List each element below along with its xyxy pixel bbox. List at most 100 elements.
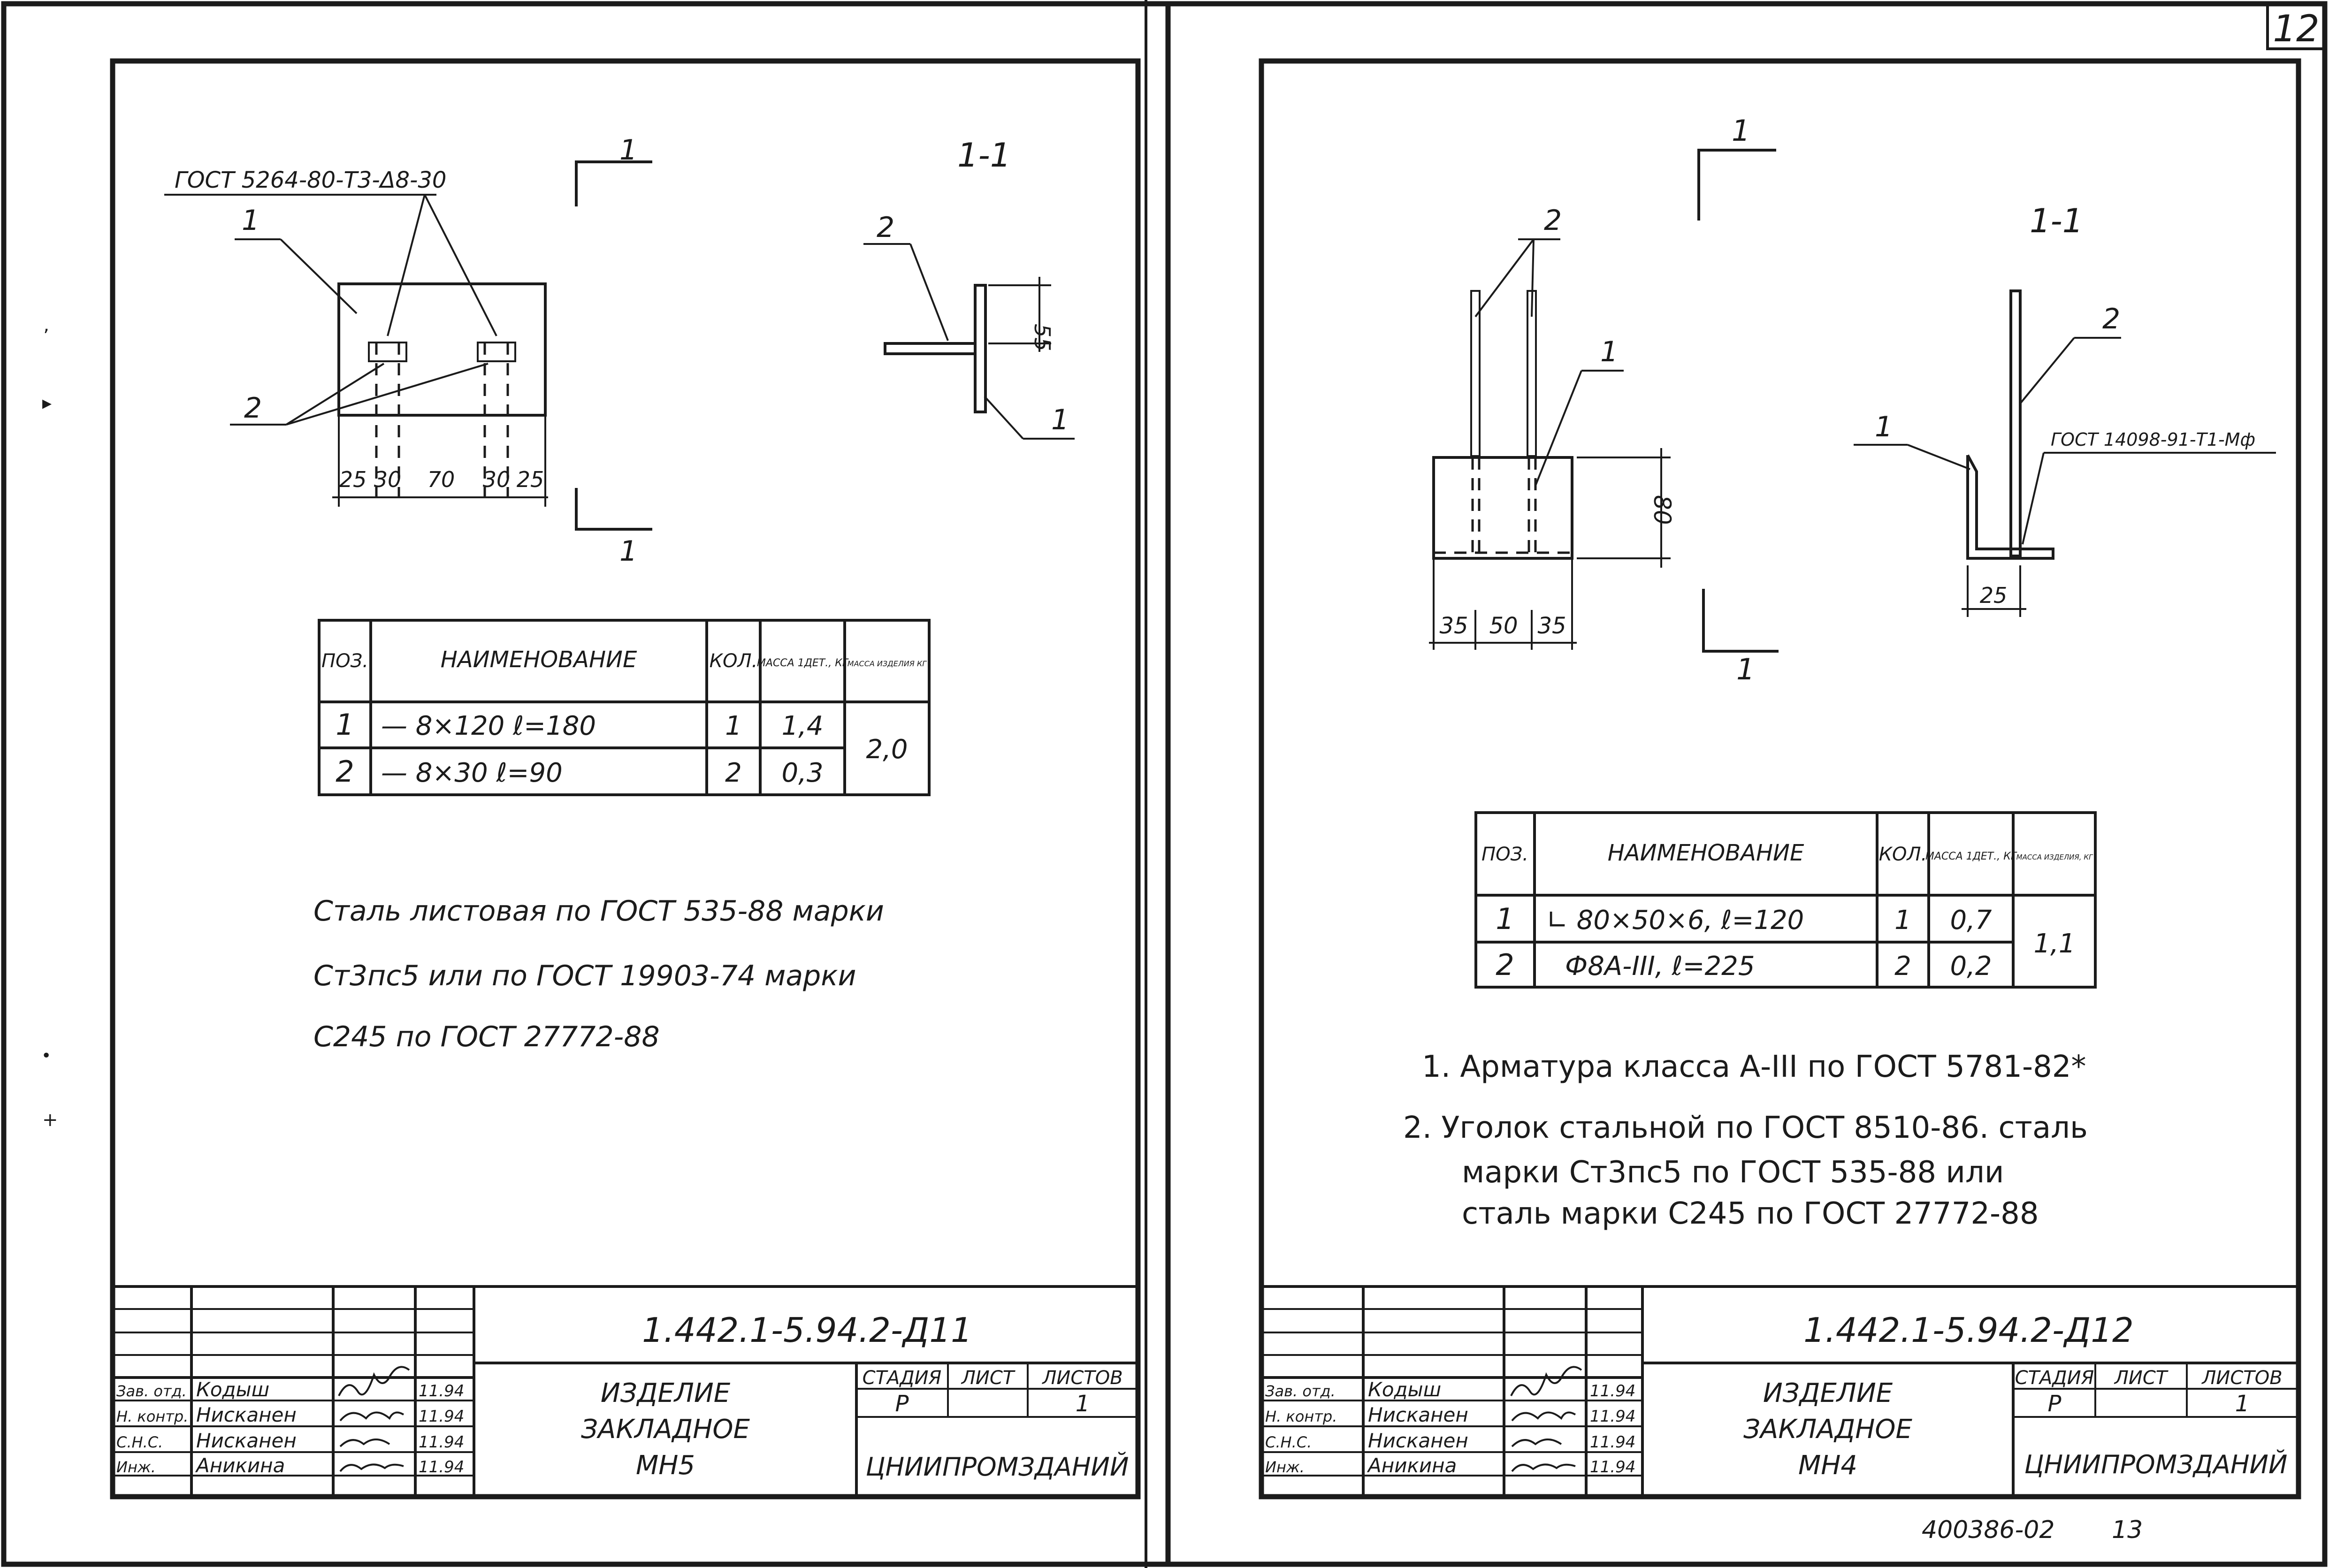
signature-1-right	[1510, 1366, 1582, 1396]
dim-side-left: 55	[1030, 324, 1055, 351]
section-pos-1-right: 1	[1875, 411, 1893, 443]
item-name-2-right: ЗАКЛАДНОЕ	[1743, 1414, 1912, 1445]
item-name-3-left: МН5	[636, 1450, 695, 1481]
section-label-left: 1-1	[957, 136, 1011, 175]
date-1-right: 11.94	[1590, 1382, 1635, 1401]
signature-4-right	[1511, 1463, 1576, 1472]
spec-row-2-name-right: Ф8А-III, ℓ=225	[1565, 951, 1755, 982]
role-1-left: Зав. отд.	[116, 1382, 187, 1400]
archive-code: 400386-02	[1922, 1516, 2054, 1544]
page-number-box: 12	[2266, 4, 2325, 50]
name-4-right: Аникина	[1367, 1454, 1457, 1477]
signature-3-left	[339, 1439, 390, 1447]
dim-side-right: 80	[1649, 495, 1676, 525]
role-2-right: Н. контр.	[1265, 1408, 1337, 1425]
sheets-header-right: ЛИСТОВ	[2201, 1367, 2282, 1389]
date-3-left: 11.94	[419, 1433, 464, 1452]
spec-row-2-mass-right: 0,2	[1950, 951, 1992, 982]
sheets-header-left: ЛИСТОВ	[1041, 1367, 1123, 1389]
plan-view-right: 80 35 50 35 2 1 1 1	[1429, 114, 1779, 686]
spec-total-mass: 2,0	[866, 734, 908, 765]
svg-text:•: •	[41, 1046, 51, 1066]
spec-row-1-pos: 1	[336, 708, 354, 742]
stage-value-right: Р	[2048, 1391, 2062, 1417]
name-1-left: Кодыш	[196, 1378, 269, 1401]
spec-row-2-name: — 8×30 ℓ=90	[381, 758, 563, 788]
signature-2-right	[1511, 1411, 1576, 1422]
weld-callout-right: ГОСТ 14098-91-Т1-Мф	[2051, 429, 2255, 450]
role-3-right: С.Н.С.	[1265, 1433, 1312, 1451]
role-2-left: Н. контр.	[116, 1408, 188, 1425]
spec-header-mass-part: МАССА 1ДЕТ., КГ	[757, 657, 849, 669]
page-number: 12	[2273, 8, 2319, 50]
section-pos-1-left: 1	[1051, 403, 1069, 436]
name-3-left: Нисканен	[196, 1429, 297, 1452]
spec-table-left: ПОЗ. НАИМЕНОВАНИЕ КОЛ. МАССА 1ДЕТ., КГ М…	[318, 619, 931, 796]
note-left-1: Сталь листовая по ГОСТ 535-88 марки	[313, 895, 884, 928]
note-right-2: 2. Уголок стальной по ГОСТ 8510-86. стал…	[1403, 1111, 2088, 1145]
svg-text:▸: ▸	[42, 392, 52, 414]
note-right-3: марки Ст3пс5 по ГОСТ 535-88 или	[1462, 1155, 2004, 1190]
signature-3-right	[1511, 1439, 1562, 1447]
dim-bottom-1: 25	[339, 467, 367, 492]
doc-code-left: 1.442.1-5.94.2-Д11	[642, 1310, 972, 1350]
spec-row-2-mass: 0,3	[781, 758, 823, 788]
section-pos-2-left: 2	[877, 211, 894, 244]
spec-header-pos: ПОЗ.	[321, 650, 368, 672]
plan-pos-2-right: 2	[1544, 204, 1562, 237]
sheet-header-right: ЛИСТ	[2114, 1367, 2169, 1389]
name-1-right: Кодыш	[1368, 1378, 1441, 1401]
spec-total-mass-right: 1,1	[2033, 929, 2075, 959]
company-left: ЦНИИПРОМЗДАНИЙ	[866, 1452, 1129, 1482]
item-name-3-right: МН4	[1798, 1450, 1857, 1481]
name-4-left: Аникина	[195, 1454, 285, 1477]
title-block-right: 1.442.1-5.94.2-Д12 ИЗДЕЛИЕ ЗАКЛАДНОЕ МН4…	[1261, 1285, 2298, 1497]
stage-header-right: СТАДИЯ	[2015, 1367, 2094, 1389]
spec-row-1-pos-right: 1	[1496, 902, 1514, 936]
note-right-1: 1. Арматура класса А-III по ГОСТ 5781-82…	[1422, 1050, 2086, 1084]
note-left-3: С245 по ГОСТ 27772-88	[313, 1020, 660, 1053]
spec-header-qty: КОЛ.	[710, 650, 758, 672]
spec-header-name-right: НАИМЕНОВАНИЕ	[1608, 840, 1804, 866]
dim-bottom-right-1: 35	[1439, 613, 1468, 639]
stage-value-left: Р	[895, 1391, 909, 1417]
spec-header-mass-total: МАССА ИЗДЕЛИЯ КГ	[848, 659, 927, 668]
spec-row-2-qty-right: 2	[1894, 951, 1911, 982]
section-label-right: 1-1	[2030, 202, 2083, 240]
item-name-1-right: ИЗДЕЛИЕ	[1763, 1378, 1893, 1408]
spec-row-2-qty: 2	[725, 758, 742, 788]
dim-bottom-5: 25	[517, 467, 544, 492]
plan-view-left: 25 30 70 30 25 ГОСТ 5264-80-Т3-Δ8-30 1 2…	[164, 134, 652, 568]
cut-marker-top: 1	[619, 134, 637, 167]
item-name-1-left: ИЗДЕЛИЕ	[601, 1378, 731, 1408]
name-3-right: Нисканен	[1368, 1429, 1468, 1452]
svg-text:+: +	[42, 1109, 58, 1131]
dim-bottom-right-3: 35	[1537, 613, 1566, 639]
spec-row-1-name-right: ∟ 80×50×6, ℓ=120	[1546, 905, 1804, 936]
weld-callout-left: ГОСТ 5264-80-Т3-Δ8-30	[175, 167, 446, 193]
notes-left: Сталь листовая по ГОСТ 535-88 марки Ст3п…	[313, 895, 884, 1053]
note-left-2: Ст3пс5 или по ГОСТ 19903-74 марки	[313, 959, 856, 992]
date-4-left: 11.94	[419, 1458, 464, 1477]
spec-row-2-pos: 2	[336, 754, 354, 789]
plan-pos-2: 2	[244, 392, 262, 425]
date-4-right: 11.94	[1590, 1458, 1635, 1477]
spec-table-right: ПОЗ. НАИМЕНОВАНИЕ КОЛ. МАССА 1ДЕТ., КГ М…	[1474, 811, 2097, 989]
date-1-left: 11.94	[419, 1382, 464, 1401]
dim-bottom-right-2: 50	[1489, 613, 1518, 639]
scan-marks: ’ ▸ • +	[41, 326, 58, 1131]
signature-2-left	[339, 1411, 405, 1422]
stage-header-left: СТАДИЯ	[863, 1367, 942, 1389]
sheets-value-left: 1	[1076, 1391, 1090, 1417]
date-3-right: 11.94	[1590, 1433, 1635, 1452]
section-view-right: 1-1 2 1 ГОСТ 14098-91-Т1-Мф 25	[1854, 202, 2276, 617]
spec-header-mass-part-right: МАССА 1ДЕТ., КГ	[1925, 851, 2017, 862]
sheet-left: 25 30 70 30 25 ГОСТ 5264-80-Т3-Δ8-30 1 2…	[110, 58, 1141, 1499]
spec-row-1-qty-right: 1	[1894, 905, 1911, 936]
signature-4-left	[339, 1463, 404, 1472]
svg-text:’: ’	[43, 326, 49, 347]
cut-marker-top-right: 1	[1732, 114, 1750, 148]
sheets-value-right: 1	[2235, 1391, 2250, 1417]
spec-row-1-mass-right: 0,7	[1950, 905, 1992, 936]
